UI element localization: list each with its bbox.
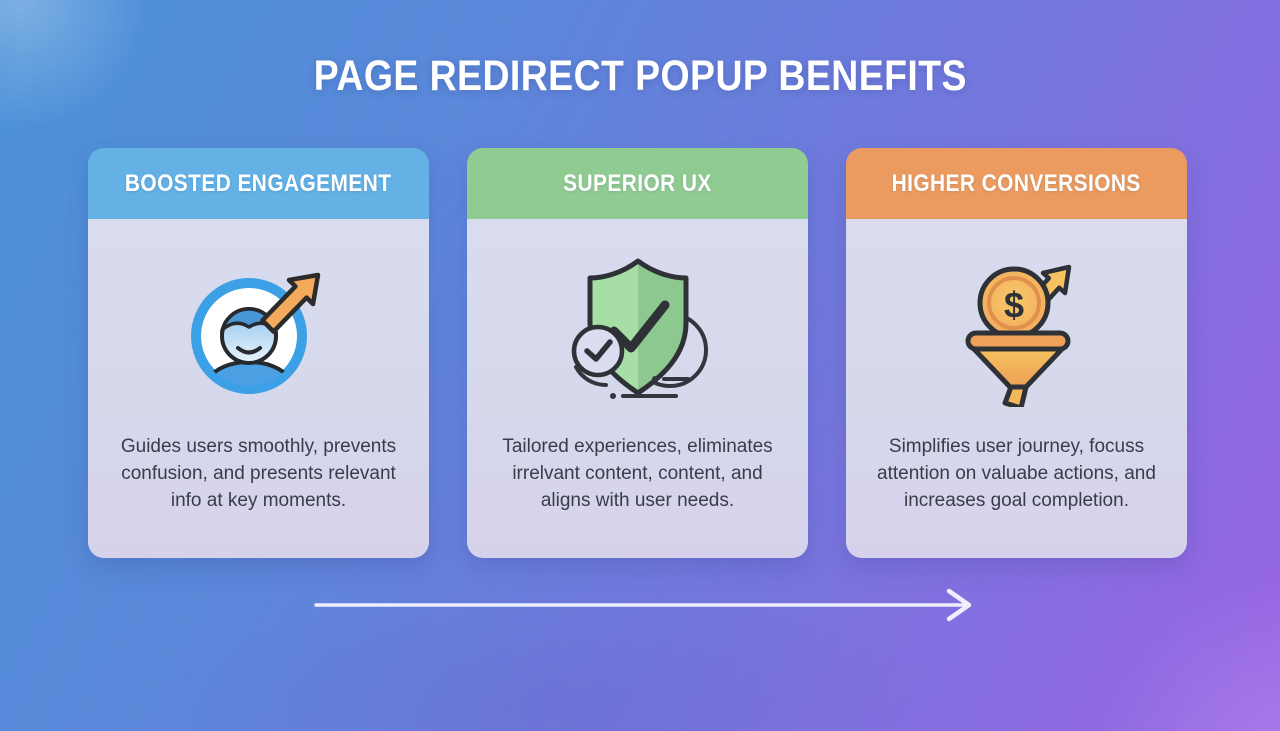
card-header: SUPERIOR UX [467, 148, 808, 219]
shield-check-icon [558, 247, 718, 407]
card-body: Tailored experiences, eliminates irrelva… [467, 219, 808, 558]
card-header: BOOSTED ENGAGEMENT [88, 148, 429, 219]
card-body: Guides users smoothly, prevents confusio… [88, 219, 429, 558]
card-body: $ Simplifies user journey, focuss attent… [846, 219, 1187, 558]
card-description: Simplifies user journey, focuss attentio… [877, 436, 1156, 511]
svg-text:$: $ [1003, 285, 1023, 326]
user-growth-arrow-icon [179, 247, 339, 407]
user-growth-arrow-svg [190, 272, 320, 394]
page-title-text: PAGE REDIRECT POPUP BENEFITS [313, 52, 967, 100]
card-description: Tailored experiences, eliminates irrelva… [502, 436, 773, 511]
benefits-cards-row: BOOSTED ENGAGEMENT [88, 148, 1187, 558]
page-title: PAGE REDIRECT POPUP BENEFITS [0, 52, 1280, 101]
flow-right-arrow-icon [314, 588, 972, 622]
card-header-label: BOOSTED ENGAGEMENT [125, 169, 392, 197]
benefit-card-boosted-engagement: BOOSTED ENGAGEMENT [88, 148, 429, 558]
card-header-label: HIGHER CONVERSIONS [891, 169, 1142, 197]
benefit-card-superior-ux: SUPERIOR UX [467, 148, 808, 558]
card-description: Guides users smoothly, prevents confusio… [120, 436, 397, 511]
funnel-dollar-arrow-icon: $ [937, 247, 1097, 407]
funnel-dollar-arrow-svg: $ [965, 264, 1071, 407]
card-header: HIGHER CONVERSIONS [846, 148, 1187, 219]
card-header-label: SUPERIOR UX [563, 169, 712, 197]
benefit-card-higher-conversions: HIGHER CONVERSIONS [846, 148, 1187, 558]
shield-check-svg [571, 258, 708, 399]
